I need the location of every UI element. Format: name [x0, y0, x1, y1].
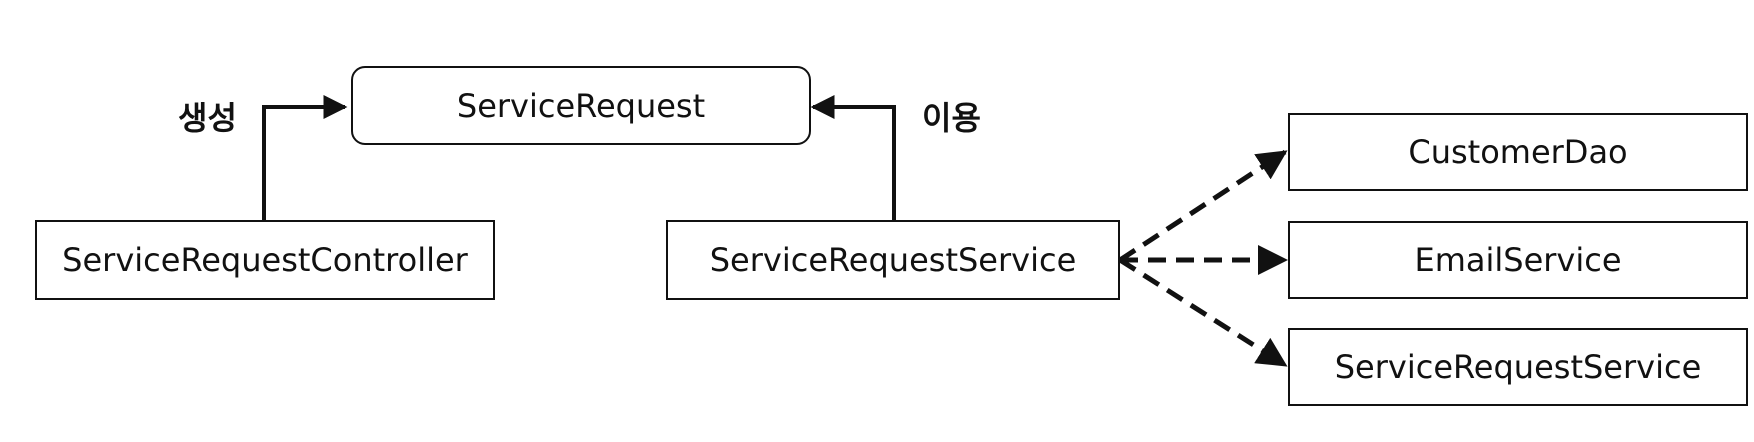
service-request-service-dependency-node: ServiceRequestService	[1288, 328, 1748, 406]
dependency-arrow-customer-dao	[1118, 149, 1288, 263]
dependency-arrow-service-request-service	[1118, 257, 1288, 368]
email-service-node: EmailService	[1288, 221, 1748, 299]
create-label: 생성	[178, 99, 237, 137]
service-request-node: ServiceRequest	[351, 66, 811, 145]
controller-node: ServiceRequestController	[35, 220, 495, 300]
use-label: 이용	[922, 99, 981, 137]
use-arrow	[810, 95, 896, 220]
customer-dao-node: CustomerDao	[1288, 113, 1748, 191]
service-node: ServiceRequestService	[666, 220, 1120, 300]
create-arrow	[262, 95, 348, 220]
